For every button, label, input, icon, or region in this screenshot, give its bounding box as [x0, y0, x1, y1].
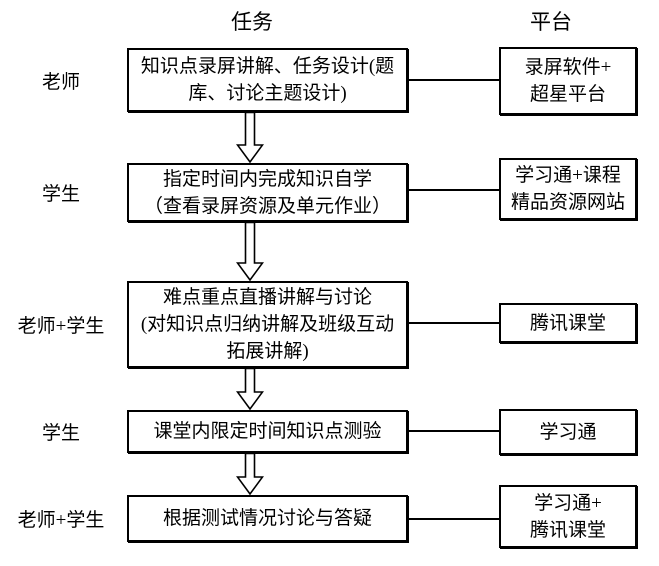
- actor-label-row1: 老师: [41, 71, 80, 93]
- flow-arrow-down-icon: [236, 368, 264, 410]
- actor-label-row4: 学生: [41, 423, 80, 444]
- flow-arrow-down-icon: [236, 453, 264, 495]
- task-box-row3: 难点重点直播讲解与讨论 (对知识点归纳讲解及班级互动 拓展讲解): [127, 281, 408, 368]
- task-box-row1: 知识点录屏讲解、任务设计(题 库、讨论主题设计): [127, 48, 408, 112]
- platform-box-row1: 录屏软件+ 超星平台: [499, 47, 637, 115]
- flow-arrow-down-icon: [236, 112, 264, 163]
- actor-label-row5: 老师+学生: [17, 510, 105, 531]
- actor-label-row3: 老师+学生: [17, 316, 105, 337]
- column-header-platforms: 平台: [530, 10, 572, 34]
- task-platform-connector-row4: [408, 430, 499, 432]
- task-platform-connector-row5: [408, 518, 499, 520]
- task-box-row2: 指定时间内完成知识自学 （查看录屏资源及单元作业）: [127, 163, 408, 222]
- flow-arrow-down-icon: [236, 222, 264, 281]
- platform-box-row5: 学习通+ 腾讯课堂: [499, 485, 637, 548]
- platform-box-row3: 腾讯课堂: [499, 303, 637, 343]
- task-box-row4: 课堂内限定时间知识点测验: [127, 410, 408, 453]
- actor-label-row2: 学生: [41, 184, 80, 205]
- task-platform-connector-row3: [408, 322, 499, 324]
- column-header-tasks: 任务: [231, 10, 273, 34]
- platform-box-row2: 学习通+课程 精品资源网站: [499, 158, 637, 220]
- task-platform-connector-row2: [408, 189, 499, 191]
- platform-box-row4: 学习通: [499, 409, 637, 455]
- task-platform-connector-row1: [408, 79, 499, 81]
- task-box-row5: 根据测试情况讨论与答疑: [127, 495, 408, 542]
